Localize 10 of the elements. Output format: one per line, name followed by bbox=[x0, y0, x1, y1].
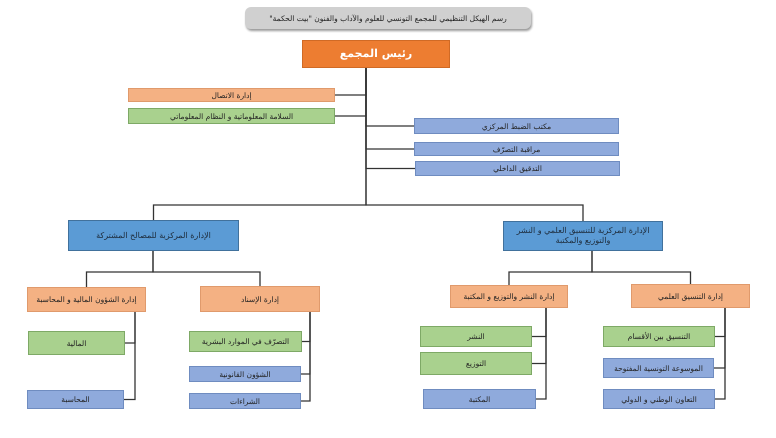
org-box: الإدارة المركزية للمصالح المشتركة bbox=[68, 220, 239, 251]
org-box: الإدارة المركزية للتنسيق العلمي و النشر والتوزيع والمكتبة bbox=[503, 221, 663, 251]
connector-line bbox=[301, 312, 311, 402]
connector-line bbox=[591, 251, 692, 284]
org-box: رئيس المجمع bbox=[302, 40, 450, 68]
connector-line bbox=[536, 308, 547, 400]
connector-line bbox=[365, 68, 584, 221]
connector-line bbox=[152, 251, 261, 286]
connector-line bbox=[715, 308, 726, 400]
connector-line bbox=[124, 312, 136, 400]
